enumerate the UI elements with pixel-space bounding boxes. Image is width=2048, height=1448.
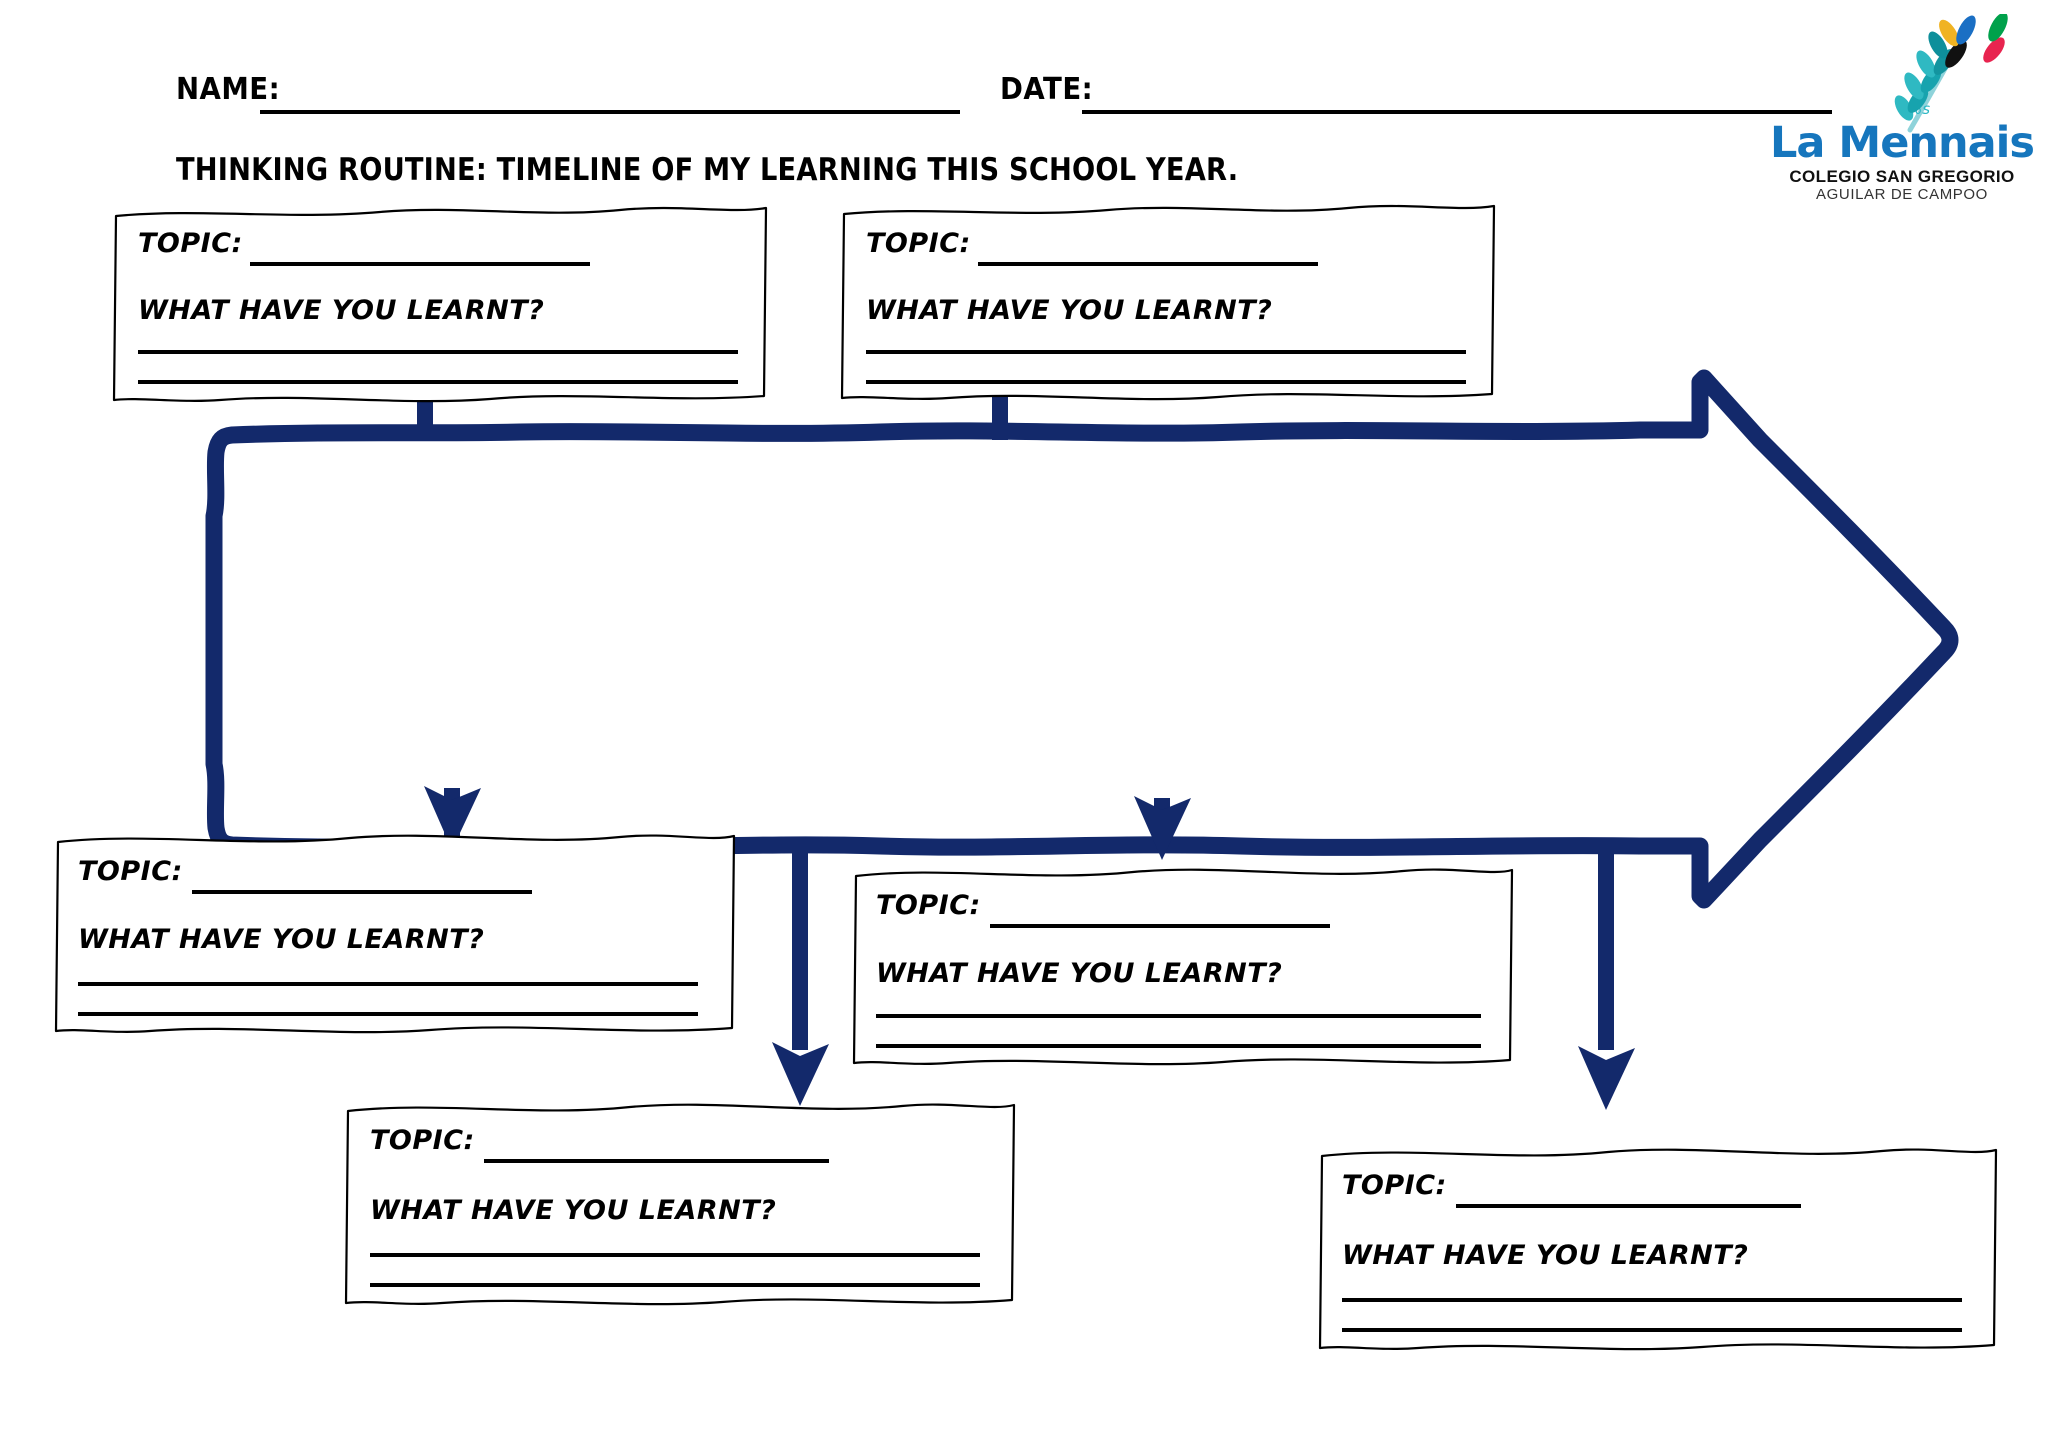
answer-line-2[interactable]	[78, 1012, 698, 1016]
school-logo: %s La Mennais COLEGIO SAN GREGORIO AGUIL…	[1752, 12, 2042, 203]
page-title: THINKING ROUTINE: TIMELINE OF MY LEARNIN…	[176, 152, 1239, 188]
answer-line-2[interactable]	[876, 1044, 1481, 1048]
question-label: WHAT HAVE YOU LEARNT?	[876, 958, 1283, 989]
answer-line-2[interactable]	[1342, 1328, 1962, 1332]
topic-input-line[interactable]	[250, 262, 590, 266]
topic-input-line[interactable]	[990, 924, 1330, 928]
topic-input-line[interactable]	[978, 262, 1318, 266]
wheat-logo-icon: %s	[1894, 12, 2008, 133]
answer-line-2[interactable]	[866, 380, 1466, 384]
question-label: WHAT HAVE YOU LEARNT?	[78, 924, 485, 955]
date-input-line[interactable]	[1082, 110, 1832, 114]
logo-city: AGUILAR DE CAMPOO	[1816, 186, 1988, 203]
answer-line-2[interactable]	[138, 380, 738, 384]
note-box-bottom-left[interactable]: TOPIC: WHAT HAVE YOU LEARNT?	[340, 1095, 1020, 1310]
date-label: DATE:	[1000, 72, 1094, 107]
question-label: WHAT HAVE YOU LEARNT?	[866, 295, 1273, 326]
topic-label: TOPIC:	[876, 890, 981, 921]
answer-line-1[interactable]	[866, 350, 1466, 354]
answer-line-2[interactable]	[370, 1283, 980, 1287]
branch-arrow-down-4	[1578, 846, 1635, 1110]
answer-line-1[interactable]	[138, 350, 738, 354]
name-input-line[interactable]	[260, 110, 960, 114]
timeline-arrow-outline	[205, 369, 1959, 909]
question-label: WHAT HAVE YOU LEARNT?	[1342, 1240, 1749, 1271]
branch-arrow-down-3	[1134, 796, 1191, 860]
topic-input-line[interactable]	[192, 890, 532, 894]
branch-arrow-down-2	[772, 846, 829, 1106]
question-label: WHAT HAVE YOU LEARNT?	[370, 1195, 777, 1226]
question-label: WHAT HAVE YOU LEARNT?	[138, 295, 545, 326]
note-box-middle-center[interactable]: TOPIC: WHAT HAVE YOU LEARNT?	[848, 860, 1518, 1070]
topic-label: TOPIC:	[866, 228, 971, 259]
answer-line-1[interactable]	[876, 1014, 1481, 1018]
answer-line-1[interactable]	[78, 982, 698, 986]
answer-line-1[interactable]	[1342, 1298, 1962, 1302]
logo-wordmark: La Mennais	[1770, 118, 2035, 168]
topic-label: TOPIC:	[1342, 1170, 1447, 1201]
note-box-top-center[interactable]: TOPIC: WHAT HAVE YOU LEARNT?	[838, 200, 1498, 405]
logo-school-name: COLEGIO SAN GREGORIO	[1789, 167, 2015, 186]
topic-label: TOPIC:	[138, 228, 243, 259]
note-box-top-left[interactable]: TOPIC: WHAT HAVE YOU LEARNT?	[110, 200, 770, 405]
topic-input-line[interactable]	[1456, 1204, 1801, 1208]
note-box-middle-left[interactable]: TOPIC: WHAT HAVE YOU LEARNT?	[50, 828, 740, 1038]
topic-input-line[interactable]	[484, 1159, 829, 1163]
topic-label: TOPIC:	[370, 1125, 475, 1156]
answer-line-1[interactable]	[370, 1253, 980, 1257]
name-label: NAME:	[176, 72, 281, 107]
note-box-bottom-right[interactable]: TOPIC: WHAT HAVE YOU LEARNT?	[1312, 1140, 2002, 1355]
topic-label: TOPIC:	[78, 856, 183, 887]
header-fields: NAME: DATE:	[0, 72, 2048, 122]
